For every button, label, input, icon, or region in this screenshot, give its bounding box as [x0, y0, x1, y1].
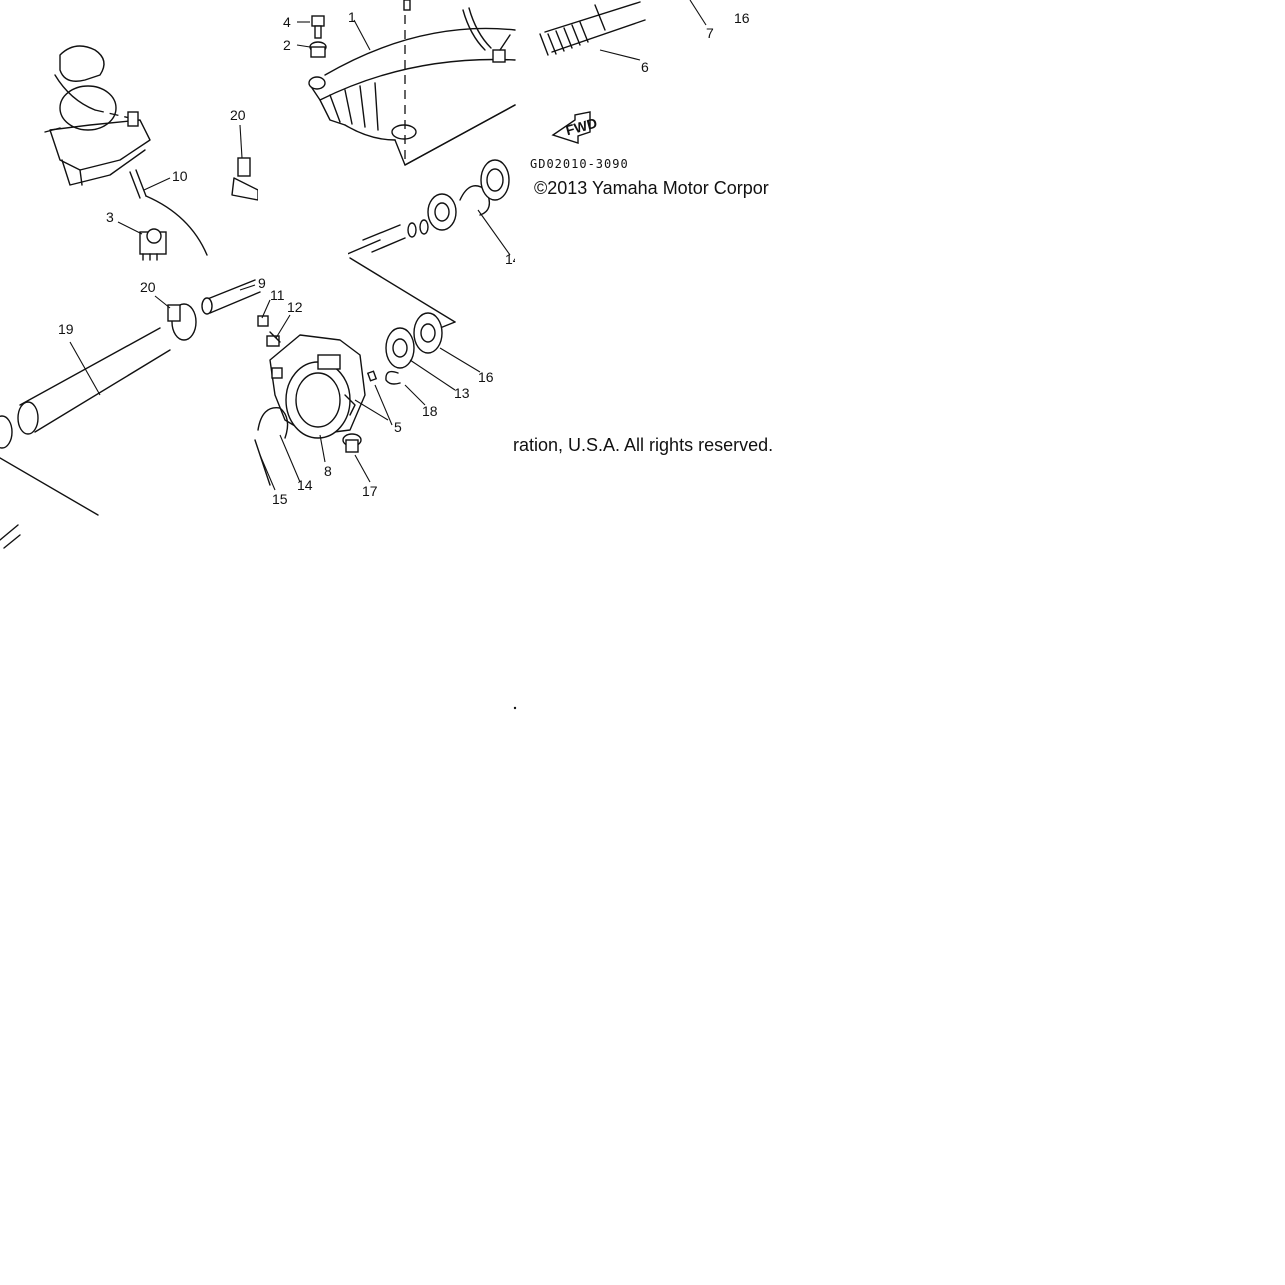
part-16-seal: [413, 312, 443, 354]
part-20-lower-clamp: [167, 304, 181, 322]
part-3-bracket: [139, 228, 167, 261]
middle-bearing-2: [480, 159, 510, 201]
callout-18: 18: [422, 403, 438, 419]
callout-16-upper: 16: [734, 10, 750, 26]
callout-20-lower: 20: [140, 279, 156, 295]
part-13-seal: [385, 327, 415, 369]
engine-bracket-drawing: [44, 45, 151, 186]
hose-10: [129, 169, 208, 256]
callout-6: 6: [641, 59, 649, 75]
callout-17: 17: [362, 483, 378, 499]
part-19-pipe: [0, 303, 197, 549]
callout-20-upper: 20: [230, 107, 246, 123]
fwd-label: FWD: [564, 115, 599, 139]
callouts: 4 2 1 3 10 20 6 7 16 19 20 9 11 12 5 8 1…: [58, 9, 750, 507]
part-2-collar: [309, 41, 327, 58]
part-14-circlip: [257, 406, 289, 439]
callout-4: 4: [283, 14, 291, 30]
callout-16-lower: 16: [478, 369, 494, 385]
callout-9: 9: [258, 275, 266, 291]
part-code-label: GD02010-3090: [530, 157, 629, 171]
callout-12: 12: [287, 299, 303, 315]
part-9-pin: [201, 279, 261, 315]
callout-11: 11: [270, 287, 285, 303]
middle-bearing: [427, 193, 457, 231]
part-17-bolt: [342, 433, 362, 453]
crop-mask-right: [515, 205, 775, 435]
stray-mark: [513, 706, 517, 710]
leader-lines: [69, 0, 707, 491]
middle-tube: [362, 219, 429, 253]
part-12-fitting: [266, 331, 281, 347]
part-5-pin: [366, 370, 378, 382]
callout-3: 3: [106, 209, 114, 225]
hose-upper: [462, 7, 511, 63]
callout-15: 15: [272, 491, 288, 507]
callout-13: 13: [454, 385, 470, 401]
callout-2: 2: [283, 37, 291, 53]
copyright-line-2: ration, U.S.A. All rights reserved.: [513, 435, 774, 455]
part-4-bolt: [311, 15, 325, 39]
callout-10: 10: [172, 168, 188, 184]
part-18-clip: [385, 370, 401, 385]
fwd-arrow-icon: FWD: [551, 111, 599, 144]
part-6-shaft: [539, 1, 646, 56]
housing-outline: [344, 104, 516, 331]
callout-19: 19: [58, 321, 74, 337]
crop-mask-mid: [258, 160, 348, 258]
callout-5: 5: [394, 419, 402, 435]
part-11-nipple: [257, 315, 269, 327]
callout-7: 7: [706, 25, 714, 41]
part-8-housing: [269, 334, 366, 439]
part-20-upper-clamp: [231, 157, 259, 201]
callout-14-lower: 14: [297, 477, 313, 493]
copyright-line-1: ©2013 Yamaha Motor Corpor: [534, 178, 769, 198]
part-15-line: [254, 439, 271, 486]
callout-8: 8: [324, 463, 332, 479]
part-1-cover: [308, 0, 516, 166]
callout-1: 1: [348, 9, 356, 25]
